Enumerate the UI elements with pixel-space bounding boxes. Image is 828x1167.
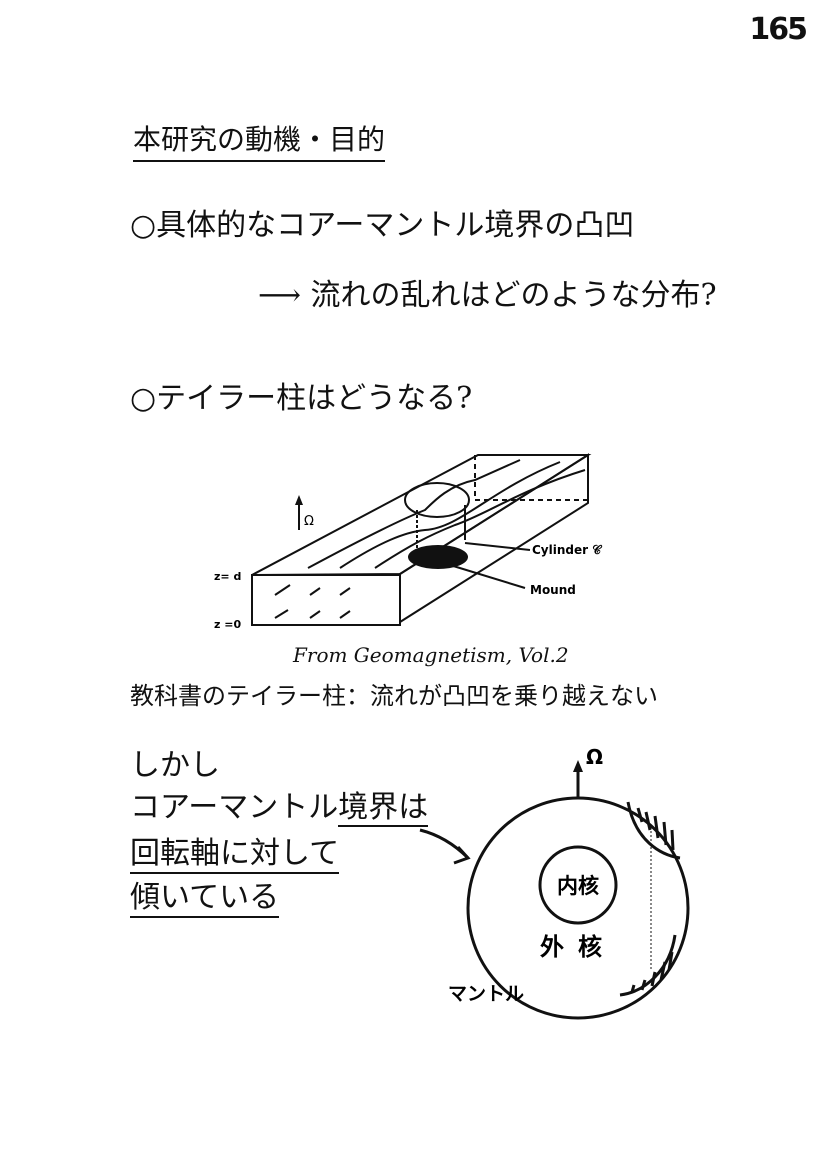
- bullet-2: ○テイラー柱はどうなる?: [130, 381, 473, 416]
- cylinder-label: Cylinder 𝒞: [532, 543, 602, 557]
- however-line-2: コアーマントル境界は: [130, 782, 429, 827]
- z-0-label: z =0: [214, 618, 241, 631]
- mantle-label: マントル: [448, 983, 524, 1005]
- however-line-3: 回転軸に対して: [130, 828, 340, 874]
- omega-arrow-icon: [295, 495, 303, 505]
- figure-caption: From Geomagnetism, Vol.2: [293, 643, 569, 667]
- bullet-1-sub: ⟶ 流れの乱れはどのような分布?: [258, 278, 717, 313]
- inner-core-label: 内核: [557, 874, 599, 898]
- omega-label: Ω: [586, 745, 603, 769]
- however-line-1: しかし: [130, 748, 220, 783]
- text-boundary: 境界は: [338, 790, 429, 827]
- however-line-4: 傾いている: [130, 872, 280, 918]
- outer-core-label: 外核: [540, 933, 616, 961]
- figure-note: 教科書のテイラー柱：流れが凸凹を乗り越えない: [130, 682, 658, 710]
- page-title: 本研究の動機・目的: [133, 118, 386, 162]
- bullet-1: ○具体的なコアーマントル境界の凸凹: [130, 208, 635, 243]
- mound-label: Mound: [530, 583, 576, 597]
- earth-core-figure: Ω 内核 外核 マントル: [419, 745, 690, 1020]
- omega-arrow-icon: [573, 760, 583, 772]
- text-cmb: コアーマントル: [130, 790, 339, 825]
- mound-shape: [408, 545, 468, 569]
- z-d-label: z= d: [214, 570, 241, 583]
- page-number: 165: [749, 12, 808, 47]
- omega-label: Ω: [304, 514, 314, 529]
- taylor-column-figure: Ω z= d z =0 Cylinder 𝒞 Mound: [214, 453, 602, 631]
